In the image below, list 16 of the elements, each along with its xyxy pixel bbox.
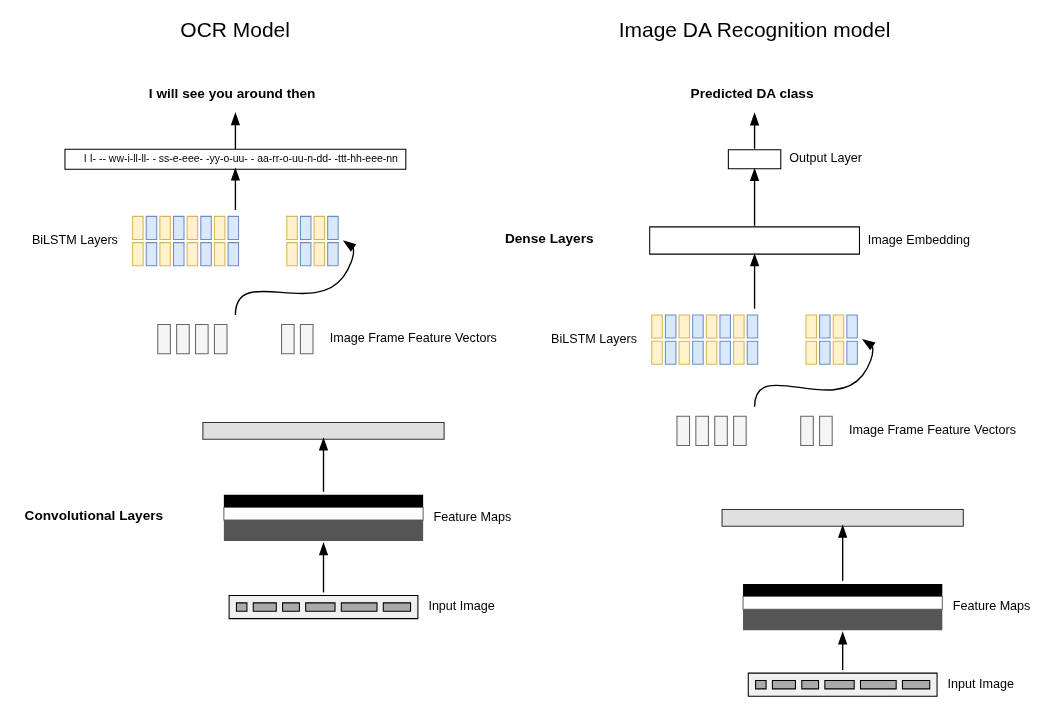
node-text: I will see you around then (148, 85, 315, 101)
label: OCR Model (179, 17, 290, 41)
node-label: BiLSTM Layers (550, 331, 637, 346)
node-label: Image Frame Feature Vectors (329, 331, 497, 346)
node-label: Input Image (947, 676, 1014, 691)
node-label: Input Image (427, 599, 495, 614)
node-label: BiLSTM Layers (31, 233, 118, 248)
label: Image DA Recognition model (618, 17, 890, 41)
node-label: Image Embedding (867, 232, 970, 247)
node-label: Image Frame Feature Vectors (848, 423, 1016, 438)
label: Dense Layers (504, 231, 594, 247)
node-text: Predicted DA class (690, 85, 814, 101)
node-label: Output Layer (788, 151, 862, 166)
label: Convolutional Layers (24, 508, 163, 524)
node-label: Feature Maps (952, 599, 1030, 614)
node-label: Feature Maps (433, 510, 511, 525)
